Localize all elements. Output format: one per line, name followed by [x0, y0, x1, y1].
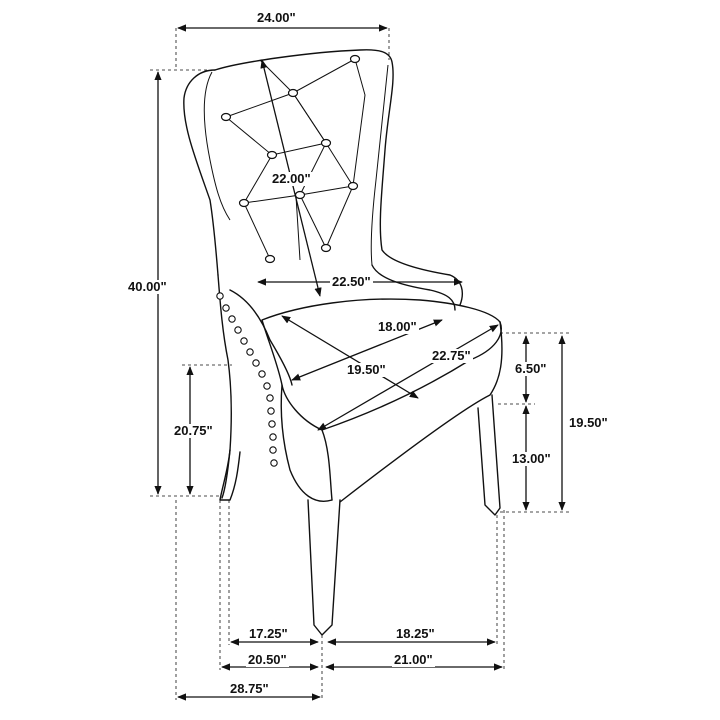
dim-base-right-inner: 18.25" [394, 626, 437, 641]
dim-base-left-inner: 17.25" [247, 626, 290, 641]
dim-seat-width: 22.75" [430, 348, 473, 363]
dim-seat-height-left: 20.75" [172, 423, 215, 438]
dim-back-diagonal: 22.00" [270, 171, 313, 186]
tufting-buttons [220, 54, 361, 264]
dim-base-left-outer: 20.50" [246, 652, 289, 667]
dim-seat-diagonal: 19.50" [345, 362, 388, 377]
chair-outline [183, 49, 503, 636]
dim-base-right-outer: 21.00" [392, 652, 435, 667]
dim-leg-height: 13.00" [510, 451, 553, 466]
dim-width-arms: 22.50" [330, 274, 373, 289]
dim-height-total: 40.00" [126, 279, 169, 294]
dim-seat-thickness: 6.50" [513, 361, 549, 376]
extension-lines [150, 28, 572, 700]
dim-seat-depth: 18.00" [376, 319, 419, 334]
dim-overall-depth: 28.75" [228, 681, 271, 696]
nailhead-trim [216, 292, 278, 467]
dim-seat-height-right: 19.50" [567, 415, 610, 430]
dim-width-top: 24.00" [255, 10, 298, 25]
